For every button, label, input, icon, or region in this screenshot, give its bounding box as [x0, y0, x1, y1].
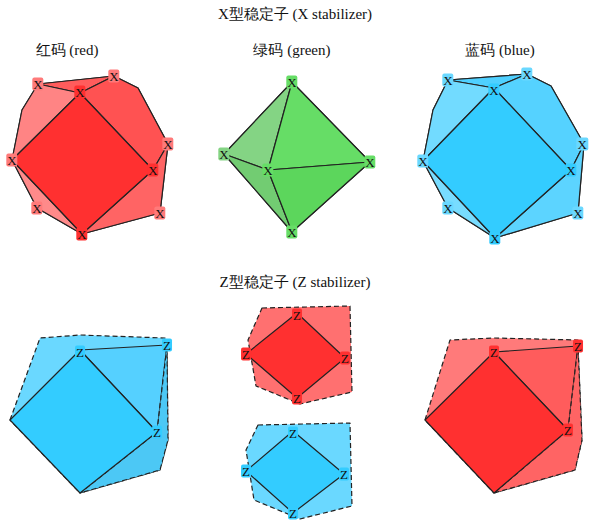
face — [12, 93, 153, 234]
face — [10, 350, 157, 493]
face — [425, 338, 582, 493]
vertex-label: X — [286, 76, 297, 89]
red-z-polyhedron — [425, 338, 582, 493]
vertex-label: X — [521, 68, 532, 81]
vertex-label: X — [74, 86, 85, 99]
red-z-polyhedron — [246, 306, 352, 404]
vertex-label: Z — [340, 352, 350, 365]
face — [423, 74, 584, 238]
blue-z-polyhedron — [246, 423, 352, 519]
vertex-label: Z — [152, 426, 162, 439]
vertex-label: X — [286, 226, 297, 239]
blue-polyhedron — [423, 74, 584, 238]
vertex-label: X — [262, 164, 273, 177]
vertex-label: X — [577, 138, 588, 151]
vertex-label: Z — [162, 339, 172, 352]
vertex-label: X — [162, 138, 173, 151]
red-polyhedron — [12, 76, 168, 234]
vertex-label: Z — [75, 346, 85, 359]
vertex-label: X — [565, 164, 576, 177]
vertex-label: X — [442, 74, 453, 87]
heading: 绿码 (green) — [253, 43, 330, 58]
heading: Z型稳定子 (Z stabilizer) — [220, 275, 371, 290]
vertex-label: X — [489, 232, 500, 245]
vertex-label: Z — [573, 340, 583, 353]
vertex-label: Z — [288, 507, 298, 520]
heading: X型稳定子 (X stabilizer) — [218, 7, 372, 22]
green-octahedron — [224, 82, 370, 232]
blue-z-polyhedron — [10, 335, 168, 493]
vertex-label: Z — [339, 468, 349, 481]
vertex-label: X — [488, 84, 499, 97]
vertex-label: Z — [241, 348, 251, 361]
vertex-label: X — [147, 164, 158, 177]
face — [246, 313, 345, 398]
vertex-label: X — [6, 154, 17, 167]
vertex-label: Z — [292, 392, 302, 405]
vertex-label: X — [32, 78, 43, 91]
face — [425, 352, 568, 493]
face — [246, 431, 344, 513]
face — [10, 335, 168, 493]
vertex-label: Z — [292, 309, 302, 322]
vertex-label: X — [31, 202, 42, 215]
face — [246, 423, 352, 519]
face — [268, 162, 370, 232]
face — [423, 88, 571, 238]
vertex-label: Z — [489, 346, 499, 359]
heading: 红码 (red) — [36, 43, 99, 58]
vertex-label: X — [417, 155, 428, 168]
vertex-label: Z — [241, 465, 251, 478]
vertex-label: X — [108, 70, 119, 83]
vertex-label: Z — [563, 424, 573, 437]
vertex-label: X — [218, 148, 229, 161]
vertex-label: X — [572, 207, 583, 220]
vertex-label: X — [442, 202, 453, 215]
face — [12, 76, 168, 234]
vertex-label: X — [154, 207, 165, 220]
heading: 蓝码 (blue) — [465, 43, 535, 58]
face — [224, 82, 370, 232]
vertex-label: X — [76, 228, 87, 241]
vertex-label: X — [364, 156, 375, 169]
vertex-label: Z — [288, 427, 298, 440]
face — [268, 82, 370, 170]
